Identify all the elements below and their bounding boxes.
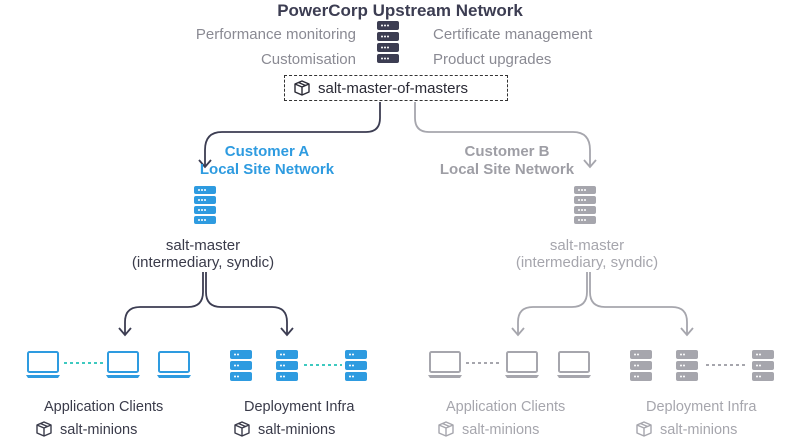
feature-customisation: Customisation	[260, 51, 356, 68]
laptop-icon	[427, 351, 463, 379]
customer-a-clients-label: Application Clients	[44, 399, 164, 415]
customer-a-master-server-icon	[194, 186, 216, 224]
customer-b-infra-minions: salt-minions	[660, 422, 738, 438]
link-to-customer-a	[204, 102, 381, 166]
package-icon	[234, 421, 250, 437]
link-b-to-infra	[589, 272, 688, 334]
feature-certificate: Certificate management	[433, 26, 593, 43]
master-of-masters-label: salt-master-of-masters	[318, 80, 469, 97]
customer-b-laptops	[427, 351, 592, 379]
customer-b-infra-servers	[630, 350, 774, 381]
customer-a-master-label: salt-master	[165, 237, 241, 254]
master-of-masters-box	[284, 75, 508, 101]
customer-b-master-server-icon	[574, 186, 596, 224]
laptop-icon	[105, 351, 141, 379]
laptop-icon	[504, 351, 540, 379]
customer-a-laptops	[25, 351, 192, 379]
server-icon	[345, 350, 367, 381]
link-a-to-infra	[205, 272, 288, 334]
customer-a-network: Local Site Network	[199, 161, 335, 178]
arrow-a-clients	[118, 327, 132, 337]
customer-a-clients-minions: salt-minions	[60, 422, 138, 438]
arrow-b-clients	[511, 327, 525, 337]
customer-a-infra-servers	[230, 350, 367, 381]
customer-b-name: Customer B	[464, 143, 550, 160]
arrow-customer-b	[583, 159, 597, 169]
package-icon	[636, 421, 652, 437]
package-icon	[36, 421, 52, 437]
laptop-icon	[156, 351, 192, 379]
customer-a-infra-minions: salt-minions	[258, 422, 336, 438]
customer-b-network: Local Site Network	[439, 161, 575, 178]
package-icon	[438, 421, 454, 437]
arrow-b-infra	[680, 327, 694, 337]
customer-a-master-role: (intermediary, syndic)	[131, 254, 275, 271]
customer-b-clients-label: Application Clients	[446, 399, 566, 415]
server-icon	[230, 350, 252, 381]
customer-b-master-label: salt-master	[549, 237, 625, 254]
customer-b-clients-minions: salt-minions	[462, 422, 540, 438]
link-a-to-clients	[124, 272, 204, 334]
laptop-icon	[556, 351, 592, 379]
link-b-to-clients	[517, 272, 588, 334]
arrow-a-infra	[280, 327, 294, 337]
feature-performance: Performance monitoring	[195, 26, 356, 43]
server-icon	[752, 350, 774, 381]
server-icon	[276, 350, 298, 381]
master-of-masters-server-icon	[377, 21, 399, 63]
diagram-title: PowerCorp Upstream Network	[277, 1, 523, 20]
server-icon	[630, 350, 652, 381]
customer-a-infra-label: Deployment Infra	[244, 399, 355, 415]
link-to-customer-b	[414, 102, 591, 166]
laptop-icon	[25, 351, 61, 379]
customer-b-infra-label: Deployment Infra	[646, 399, 757, 415]
arrow-customer-a	[198, 159, 212, 169]
customer-a-name: Customer A	[224, 143, 310, 160]
server-icon	[676, 350, 698, 381]
customer-b-master-role: (intermediary, syndic)	[515, 254, 659, 271]
feature-upgrades: Product upgrades	[433, 51, 552, 68]
